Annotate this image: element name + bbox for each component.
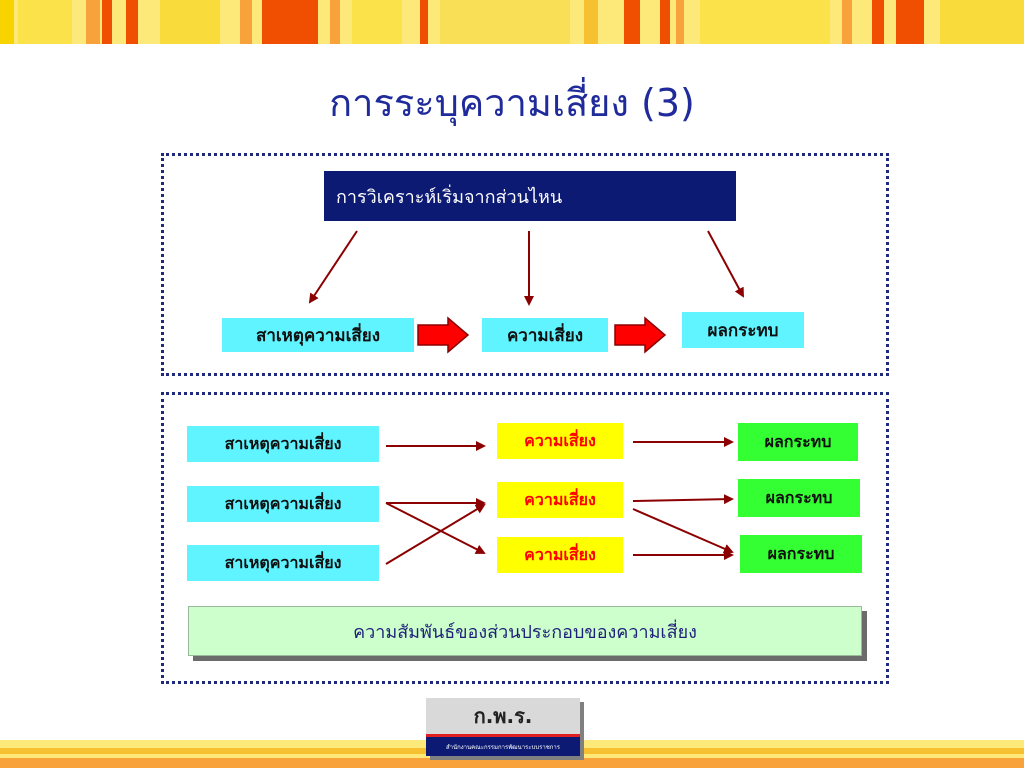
bottom-panel-frame (161, 392, 889, 684)
block-arrow-cause-to-risk (417, 316, 470, 354)
arrow-cause2-to-risk3 (385, 502, 486, 554)
logo-main-text: ก.พ.ร. (473, 704, 533, 728)
arrow-risk2-to-impact3 (632, 508, 734, 554)
top-decorative-bar (0, 0, 1024, 44)
top-panel-frame (161, 153, 889, 376)
question-box: การวิเคราะห์เริ่มจากส่วนไหน (324, 171, 736, 221)
risk-box: ความเสี่ยง (482, 318, 608, 352)
cause-box-2: สาเหตุความเสี่ยง (187, 486, 379, 522)
risk-box-2: ความเสี่ยง (497, 482, 623, 518)
cause-box-1: สาเหตุความเสี่ยง (187, 426, 379, 462)
risk-box-1: ความเสี่ยง (497, 423, 623, 459)
arrow-risk2-to-impact2 (632, 494, 734, 505)
cause-box: สาเหตุความเสี่ยง (222, 318, 414, 352)
impact-box-1: ผลกระทบ (738, 423, 858, 461)
impact-box-3: ผลกระทบ (740, 535, 862, 573)
impact-box: ผลกระทบ (682, 312, 804, 348)
risk-box-3: ความเสี่ยง (497, 537, 623, 573)
arrow-question-to-impact (707, 230, 744, 298)
block-arrow-risk-to-impact (614, 316, 667, 354)
arrow-cause3-to-risk2 (385, 503, 486, 565)
opdc-logo: ก.พ.ร. สำนักงานคณะกรรมการพัฒนาระบบราชการ (426, 698, 580, 756)
relation-label-box: ความสัมพันธ์ของส่วนประกอบของความเสี่ยง (188, 606, 862, 656)
impact-box-2: ผลกระทบ (738, 479, 860, 517)
cause-box-3: สาเหตุความเสี่ยง (187, 545, 379, 581)
logo-sub-text: สำนักงานคณะกรรมการพัฒนาระบบราชการ (426, 734, 580, 756)
arrow-question-to-cause (308, 230, 358, 304)
page-title: การระบุความเสี่ยง (3) (329, 81, 695, 125)
